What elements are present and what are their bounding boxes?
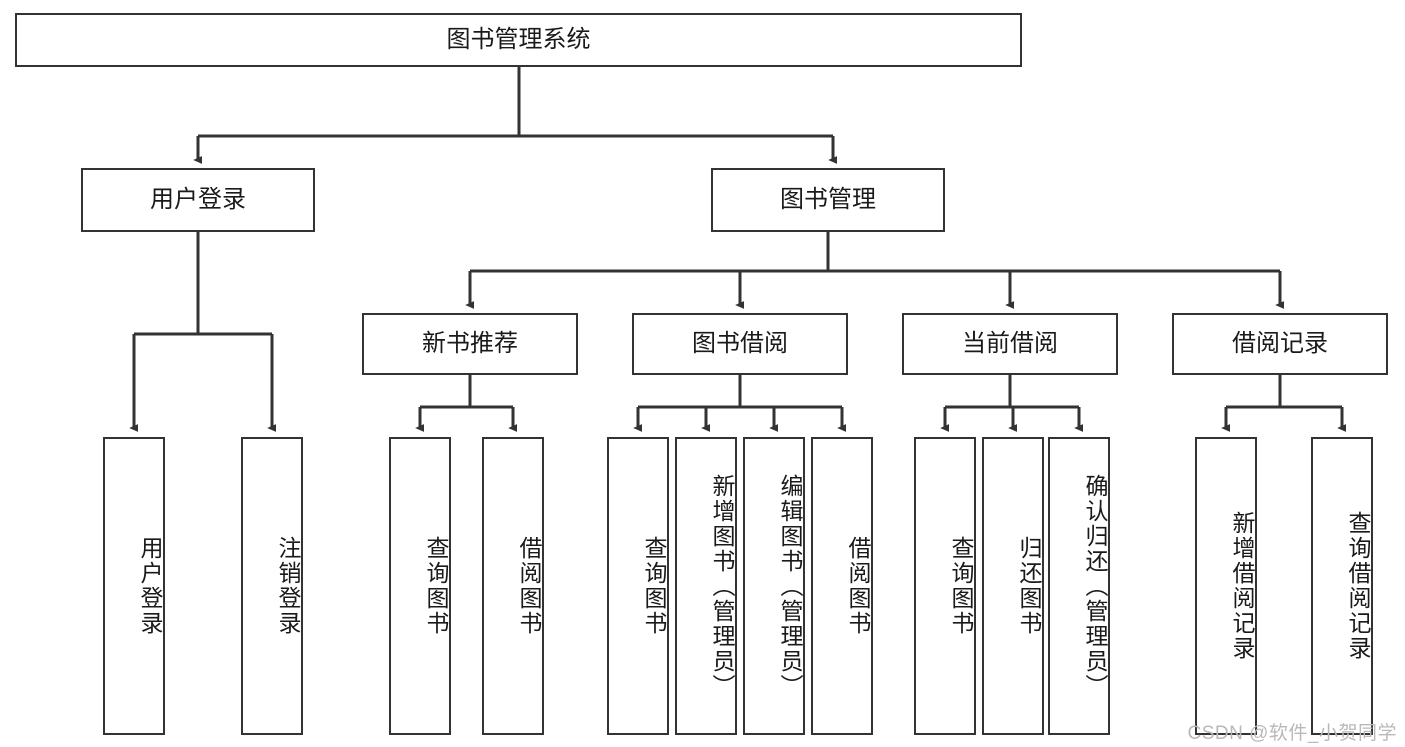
node-book-manage[interactable]: 图书管理: [711, 168, 945, 232]
node-leaf-return-book[interactable]: 归还图书: [982, 437, 1044, 735]
node-label: 新增图书（管理员）: [709, 473, 735, 699]
node-label: 注销登录: [275, 536, 301, 636]
node-label: 新增借阅记录: [1229, 511, 1255, 661]
node-new-book-rec[interactable]: 新书推荐: [362, 313, 578, 375]
node-label: 用户登录: [150, 185, 246, 213]
node-label: 图书借阅: [692, 329, 788, 357]
node-label: 借阅图书: [516, 536, 542, 636]
node-label: 图书管理: [780, 185, 876, 213]
node-current-borrow[interactable]: 当前借阅: [902, 313, 1118, 375]
node-leaf-user-login[interactable]: 用户登录: [103, 437, 165, 735]
node-label: 归还图书: [1016, 536, 1042, 636]
node-label: 查询图书: [641, 536, 667, 636]
node-leaf-add-book[interactable]: 新增图书（管理员）: [675, 437, 737, 735]
node-label: 借阅记录: [1232, 329, 1328, 357]
node-label: 编辑图书（管理员）: [777, 473, 803, 699]
node-label: 图书管理系统: [446, 25, 591, 53]
node-label: 确认归还（管理员）: [1082, 473, 1108, 699]
node-leaf-query-book-2[interactable]: 查询图书: [607, 437, 669, 735]
node-leaf-borrow-book-2[interactable]: 借阅图书: [811, 437, 873, 735]
node-label: 用户登录: [137, 536, 163, 636]
node-leaf-confirm-return[interactable]: 确认归还（管理员）: [1048, 437, 1110, 735]
node-borrow-record[interactable]: 借阅记录: [1172, 313, 1388, 375]
node-label: 当前借阅: [962, 329, 1058, 357]
node-leaf-add-record[interactable]: 新增借阅记录: [1195, 437, 1257, 735]
node-book-borrow[interactable]: 图书借阅: [632, 313, 848, 375]
node-leaf-query-record[interactable]: 查询借阅记录: [1311, 437, 1373, 735]
watermark: CSDN @软件_小贺同学: [1187, 723, 1397, 744]
node-label: 查询图书: [948, 536, 974, 636]
node-leaf-logout-login[interactable]: 注销登录: [241, 437, 303, 735]
node-leaf-borrow-book-1[interactable]: 借阅图书: [482, 437, 544, 735]
node-root-system[interactable]: 图书管理系统: [15, 13, 1022, 67]
node-label: 借阅图书: [845, 536, 871, 636]
node-label: 新书推荐: [422, 329, 518, 357]
node-user-login[interactable]: 用户登录: [81, 168, 315, 232]
node-leaf-query-book-3[interactable]: 查询图书: [914, 437, 976, 735]
node-leaf-edit-book[interactable]: 编辑图书（管理员）: [743, 437, 805, 735]
node-leaf-query-book-1[interactable]: 查询图书: [389, 437, 451, 735]
node-label: 查询图书: [423, 536, 449, 636]
node-label: 查询借阅记录: [1345, 511, 1371, 661]
